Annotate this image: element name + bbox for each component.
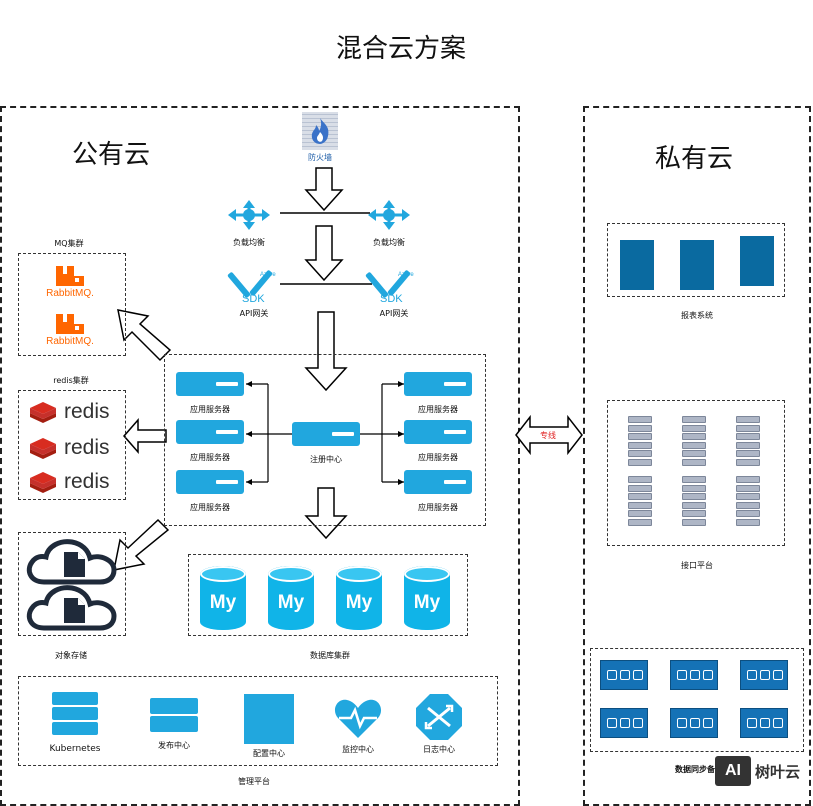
firewall-label: 防火墙 [308,153,332,162]
mgmt-platform-label: 管理平台 [238,777,270,786]
app-server-3 [176,470,244,494]
api-gateway-right-label: API网关 [379,309,409,318]
redis-label-3: redis [64,470,110,493]
app-server-1 [176,372,244,396]
mgmt-platform-group [18,676,498,766]
public-cloud-label: 公有云 [72,140,151,170]
app-server-label-2: 应用服务器 [190,453,230,462]
server-rack-icon [682,416,706,468]
redis-label-2: redis [64,436,110,459]
storage-array-icon [740,660,788,690]
redis-label-1: redis [64,400,110,423]
load-balancer-left-label: 负载均衡 [233,238,265,247]
registry-label: 注册中心 [310,455,342,464]
registry-server [292,422,360,446]
storage-array-icon [670,660,718,690]
storage-array-icon [600,660,648,690]
api-platform-group [607,400,785,546]
server-rack-icon [736,476,760,528]
app-server-label-4: 应用服务器 [418,405,458,414]
server-rack-icon [628,476,652,528]
release-center-label: 发布中心 [158,741,190,750]
storage-array-icon [600,708,648,738]
server-rack-icon [628,416,652,468]
redis-item-1: redis [28,400,120,426]
data-sync-label: 数据同步备 [675,765,715,774]
watermark: AI 树叶云 [711,752,813,792]
server-rack-icon [736,416,760,468]
app-server-label-1: 应用服务器 [190,405,230,414]
api-gateway-right-azure: Azure [398,272,414,278]
report-system-group [607,223,785,297]
mysql-db-1: My [200,566,246,630]
mysql-db-2: My [268,566,314,630]
monitor-center-icon [334,699,382,738]
api-gateway-left-sdk: SDK [242,293,265,305]
db-cluster-label: 数据库集群 [310,651,350,660]
log-center-label: 日志中心 [423,745,455,754]
kubernetes-icon [52,692,98,736]
api-gateway-right-icon: SDK Azure [365,270,414,305]
api-gateway-left-label: API网关 [239,309,269,318]
mq-cluster [18,253,126,356]
rabbitmq-icon-2 [54,312,88,334]
mysql-db-3: My [336,566,382,630]
server-rack-icon [682,476,706,528]
redis-item-2: redis [28,436,120,462]
api-gateway-left-icon: SDK Azure [227,270,276,305]
data-sync-group [590,648,804,752]
monitor-center-label: 监控中心 [342,745,374,754]
config-center-icon [244,694,294,744]
mysql-db-4: My [404,566,450,630]
app-server-5 [404,420,472,444]
watermark-logo: AI [715,756,751,786]
app-server-label-3: 应用服务器 [190,503,230,512]
object-storage-label: 对象存储 [55,651,87,660]
redis-cluster [18,390,126,500]
load-balancer-left-icon [228,200,270,230]
cloud-storage-icon-2 [26,585,117,631]
redis-cluster-title: redis集群 [53,376,89,385]
report-bar-1 [620,240,654,290]
api-platform-label: 接口平台 [681,561,713,570]
api-gateway-right-sdk: SDK [380,293,403,305]
kubernetes-label: Kubernetes [49,744,101,754]
server-rack-grid [628,416,778,536]
mq-cluster-title: MQ集群 [54,239,84,248]
app-server-6 [404,470,472,494]
firewall-icon [302,112,338,150]
log-center-icon [416,694,462,740]
load-balancer-right-icon [368,200,410,230]
app-server-label-5: 应用服务器 [418,453,458,462]
redis-item-3: redis [28,470,120,496]
load-balancer-right-label: 负载均衡 [373,238,405,247]
page-title: 混合云方案 [336,34,467,64]
app-server-2 [176,420,244,444]
dedicated-line-label: 专线 [540,431,556,440]
app-server-group [164,354,486,526]
api-gateway-left-azure: Azure [260,272,276,278]
rabbitmq-label-1: RabbitMQ. [46,288,94,299]
db-cluster-group [188,554,468,636]
app-server-label-6: 应用服务器 [418,503,458,512]
private-cloud-label: 私有云 [655,144,734,174]
object-storage-group [18,532,126,636]
rabbitmq-label-2: RabbitMQ. [46,336,94,347]
app-server-4 [404,372,472,396]
release-center-icon [150,698,198,732]
config-center-label: 配置中心 [253,749,285,758]
storage-array-grid [600,660,800,740]
report-system-label: 报表系统 [681,311,713,320]
report-bar-2 [680,240,714,290]
report-bar-3 [740,236,774,286]
rabbitmq-icon-1 [54,264,88,286]
watermark-text: 树叶云 [755,763,801,781]
storage-array-icon [740,708,788,738]
cloud-storage-icon-1 [26,539,117,585]
storage-array-icon [670,708,718,738]
